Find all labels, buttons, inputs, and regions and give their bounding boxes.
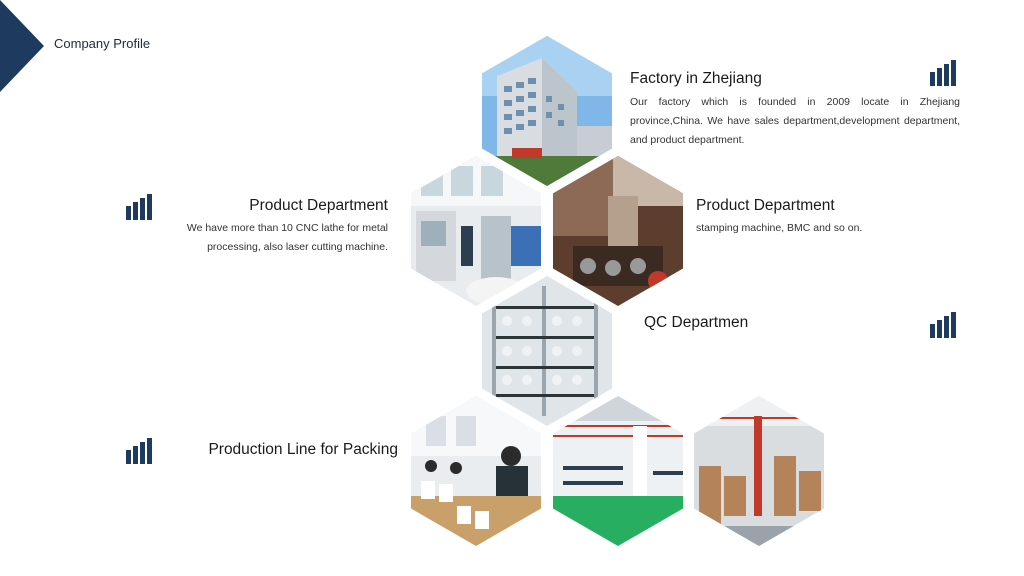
qc-testing-photo — [482, 276, 612, 426]
signal-bars-icon — [126, 194, 154, 220]
qc-heading: QC Departmen — [644, 314, 749, 331]
factory-heading: Factory in Zhejiang — [630, 70, 762, 87]
warehouse-photo — [694, 396, 824, 546]
product-right-heading: Product Department — [696, 197, 835, 214]
stamping-machine-photo — [553, 156, 683, 306]
signal-bars-icon — [930, 312, 958, 338]
corner-accent — [0, 0, 50, 92]
production-floor-photo — [553, 396, 683, 546]
product-right-description: stamping machine, BMC and so on. — [696, 222, 863, 234]
page-title: Company Profile — [54, 36, 151, 51]
packing-heading: Production Line for Packing — [208, 441, 398, 458]
product-left-heading: Product Department — [249, 197, 388, 214]
factory-building-photo — [482, 36, 612, 186]
factory-description: Our factory which is founded in 2009 loc… — [630, 96, 960, 146]
product-left-description: We have more than 10 CNC lathe for metal… — [186, 222, 388, 253]
signal-bars-icon — [930, 60, 958, 86]
cnc-workshop-photo — [411, 156, 541, 306]
packing-workers-photo — [411, 396, 541, 546]
signal-bars-icon — [126, 438, 154, 464]
